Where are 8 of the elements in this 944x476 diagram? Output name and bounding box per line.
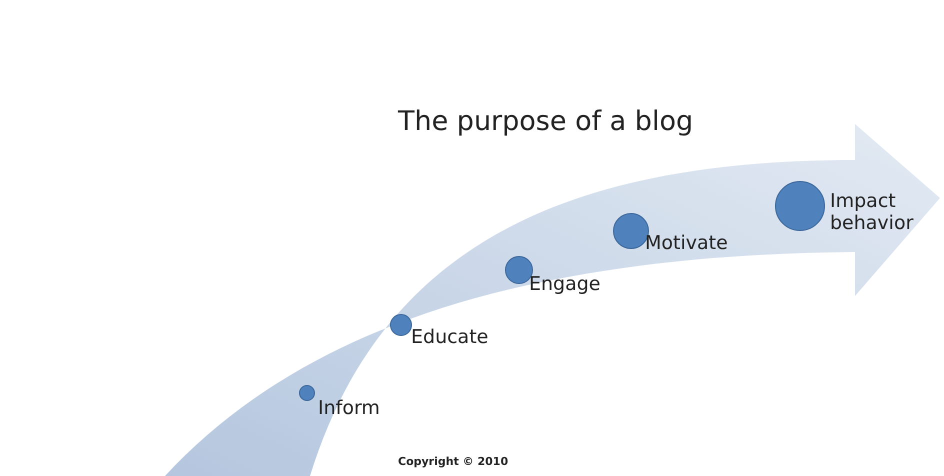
step-label: Educate: [411, 326, 490, 348]
step-label: Motivate: [645, 232, 729, 254]
step-label: Inform: [318, 397, 381, 419]
circle-marker: [390, 314, 412, 336]
copyright-note: Copyright © 2010: [398, 455, 508, 468]
diagram-title: The purpose of a blog: [398, 106, 694, 137]
step-label: Engage: [529, 273, 602, 295]
step-label: Impact behavior: [830, 190, 914, 234]
